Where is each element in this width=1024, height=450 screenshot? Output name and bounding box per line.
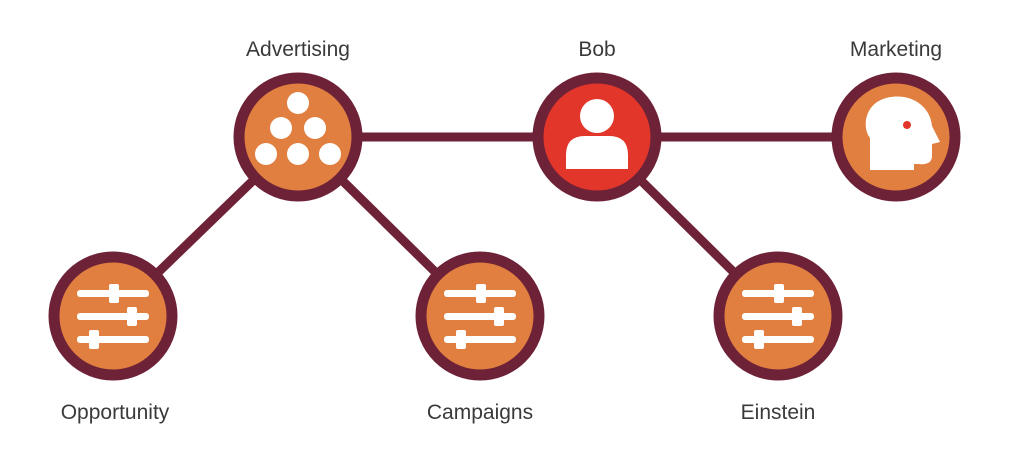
node-marketing[interactable]: Marketing xyxy=(831,38,961,202)
sliders-icon xyxy=(444,284,516,349)
person-icon xyxy=(566,99,628,169)
sliders-icon xyxy=(742,284,814,349)
people-group-icon xyxy=(255,92,341,165)
sliders-icon xyxy=(77,284,149,349)
node-einstein[interactable]: Einstein xyxy=(713,251,843,424)
node-label-marketing: Marketing xyxy=(850,38,942,61)
node-advertising[interactable]: Advertising xyxy=(233,38,363,202)
node-label-einstein: Einstein xyxy=(741,401,816,424)
advertising-circle xyxy=(233,72,363,202)
head-profile-icon xyxy=(865,96,940,170)
node-label-bob: Bob xyxy=(578,38,615,61)
node-label-advertising: Advertising xyxy=(246,38,350,61)
node-campaigns[interactable]: Campaigns xyxy=(415,251,545,424)
head-dot xyxy=(903,121,911,129)
node-label-campaigns: Campaigns xyxy=(427,401,533,424)
node-opportunity[interactable]: Opportunity xyxy=(48,251,178,424)
node-label-opportunity: Opportunity xyxy=(61,401,170,424)
node-bob[interactable]: Bob xyxy=(532,38,662,202)
